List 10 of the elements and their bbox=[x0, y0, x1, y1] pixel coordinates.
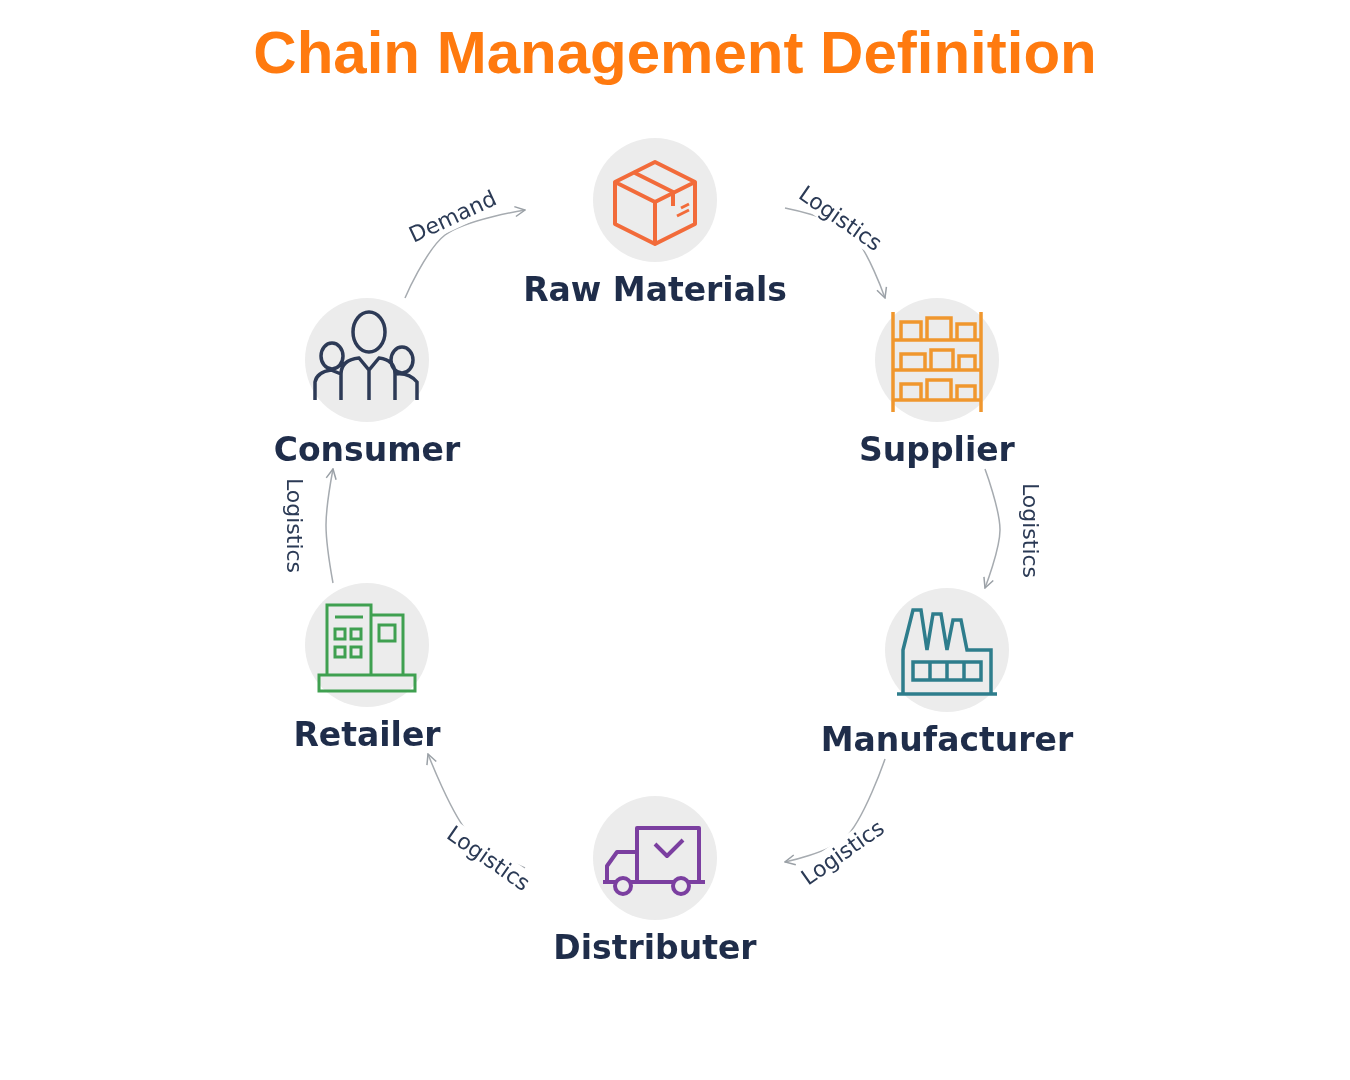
node-label: Retailer bbox=[293, 715, 441, 754]
arrow bbox=[325, 468, 337, 584]
node-label: Consumer bbox=[273, 430, 461, 469]
arrow bbox=[404, 205, 526, 299]
title: Chain Management Definition bbox=[252, 18, 1098, 87]
node-label: Manufacturer bbox=[820, 720, 1074, 759]
node-label: Raw Materials bbox=[523, 270, 787, 309]
node-label: Distributer bbox=[553, 928, 757, 967]
node-label: Supplier bbox=[859, 430, 1015, 469]
arrow bbox=[983, 468, 1001, 589]
